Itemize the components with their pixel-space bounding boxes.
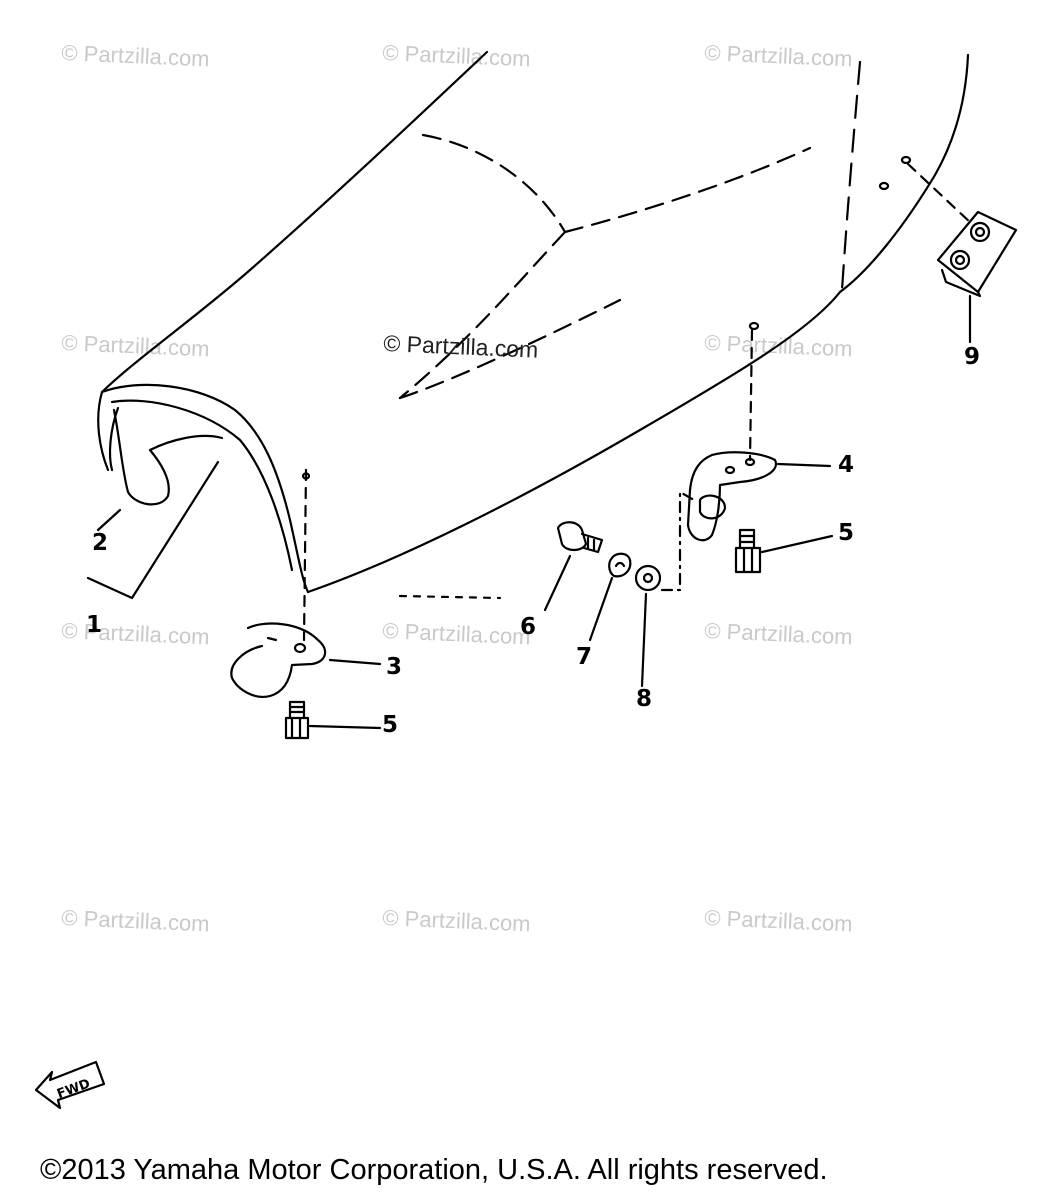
fwd-label: FWD bbox=[55, 1076, 92, 1102]
callout-4: 4 bbox=[838, 452, 855, 478]
callout-6: 6 bbox=[520, 614, 537, 640]
seat-bottom-edge bbox=[306, 290, 842, 594]
seat-front-lip bbox=[100, 383, 310, 594]
callout-5-rear: 5 bbox=[838, 520, 855, 546]
leader-line-2 bbox=[96, 508, 122, 532]
seat-outline bbox=[97, 50, 489, 472]
bolt-6 bbox=[556, 521, 588, 552]
seat-stitch-line bbox=[398, 230, 567, 400]
callout-7: 7 bbox=[576, 644, 593, 670]
seat-stitch-line bbox=[563, 146, 812, 234]
callout-3: 3 bbox=[386, 654, 403, 680]
bolt-5-rear bbox=[734, 528, 762, 574]
bolt-5-front bbox=[284, 700, 310, 740]
callout-5-front: 5 bbox=[382, 712, 399, 738]
part-9 bbox=[936, 210, 1018, 294]
seat-stitch-line bbox=[398, 298, 622, 400]
fwd-arrow-icon bbox=[34, 1060, 106, 1110]
seat-front-hook bbox=[112, 408, 224, 506]
callout-1: 1 bbox=[86, 612, 103, 638]
seat-stitch-line bbox=[421, 133, 567, 234]
bracket-3 bbox=[230, 622, 327, 698]
seat-stitch-line bbox=[840, 60, 862, 292]
callout-2: 2 bbox=[92, 530, 109, 556]
bracket-4 bbox=[686, 451, 778, 542]
callout-8: 8 bbox=[636, 686, 653, 712]
leader-line-1 bbox=[86, 460, 220, 600]
callout-9: 9 bbox=[964, 344, 981, 370]
washer-7 bbox=[608, 552, 632, 578]
copyright-notice: ©2013 Yamaha Motor Corporation, U.S.A. A… bbox=[40, 1154, 828, 1186]
seat-rear-outline bbox=[838, 53, 970, 294]
washer-8 bbox=[634, 564, 662, 592]
seat-inner-contour bbox=[110, 399, 294, 572]
